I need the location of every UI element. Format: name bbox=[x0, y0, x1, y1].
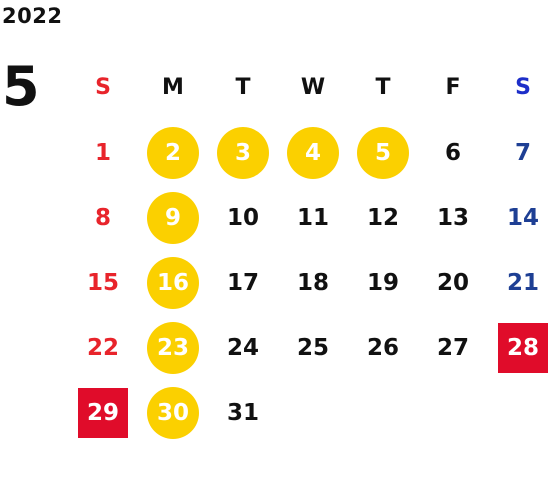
day-number: 31 bbox=[226, 399, 259, 426]
day-number: 9 bbox=[164, 204, 181, 231]
day-cell[interactable]: 9 bbox=[138, 185, 208, 250]
day-cell[interactable]: 21 bbox=[488, 250, 548, 315]
day-number: 29 bbox=[86, 399, 119, 426]
day-cell[interactable]: 11 bbox=[278, 185, 348, 250]
day-cell[interactable]: 10 bbox=[208, 185, 278, 250]
day-number: 17 bbox=[226, 269, 259, 296]
day-cell[interactable]: 27 bbox=[418, 315, 488, 380]
day-cell[interactable]: 22 bbox=[68, 315, 138, 380]
day-number: 16 bbox=[156, 269, 189, 296]
highlight-circle: 30 bbox=[147, 386, 199, 439]
highlight-circle: 16 bbox=[147, 256, 199, 309]
day-cell[interactable]: 20 bbox=[418, 250, 488, 315]
month-number: 5 bbox=[2, 55, 40, 118]
day-cell[interactable]: 31 bbox=[208, 380, 278, 445]
day-number: 7 bbox=[514, 139, 531, 166]
day-cell[interactable]: 29 bbox=[68, 380, 138, 445]
weekday-header-sun: S bbox=[95, 75, 111, 100]
highlight-circle: 3 bbox=[217, 126, 269, 179]
weekday-header-tue: T bbox=[235, 75, 251, 100]
day-number: 1 bbox=[94, 139, 111, 166]
day-cell[interactable]: 1 bbox=[68, 120, 138, 185]
day-cell[interactable]: 18 bbox=[278, 250, 348, 315]
day-cell[interactable]: 7 bbox=[488, 120, 548, 185]
day-cell[interactable]: 4 bbox=[278, 120, 348, 185]
day-cell[interactable]: 26 bbox=[348, 315, 418, 380]
day-number: 24 bbox=[226, 334, 259, 361]
highlight-circle: 5 bbox=[357, 126, 409, 179]
day-number: 13 bbox=[436, 204, 469, 231]
day-cell[interactable]: 2 bbox=[138, 120, 208, 185]
day-number: 20 bbox=[436, 269, 469, 296]
day-number: 18 bbox=[296, 269, 329, 296]
day-cell[interactable]: 3 bbox=[208, 120, 278, 185]
holiday-marker: 28 bbox=[498, 322, 548, 373]
day-number: 27 bbox=[436, 334, 469, 361]
day-cell[interactable]: 15 bbox=[68, 250, 138, 315]
day-cell[interactable]: 12 bbox=[348, 185, 418, 250]
day-number: 14 bbox=[506, 204, 539, 231]
weekday-header-thu: T bbox=[375, 75, 391, 100]
day-number: 11 bbox=[296, 204, 329, 231]
day-cell[interactable]: 5 bbox=[348, 120, 418, 185]
day-number: 26 bbox=[366, 334, 399, 361]
day-cell[interactable]: 24 bbox=[208, 315, 278, 380]
day-number: 23 bbox=[156, 334, 189, 361]
day-number: 28 bbox=[506, 334, 539, 361]
day-number: 15 bbox=[86, 269, 119, 296]
day-cell[interactable]: 25 bbox=[278, 315, 348, 380]
day-number: 2 bbox=[164, 139, 181, 166]
day-number: 19 bbox=[366, 269, 399, 296]
weekday-header-mon: M bbox=[162, 75, 184, 100]
highlight-circle: 4 bbox=[287, 126, 339, 179]
day-cell[interactable]: 13 bbox=[418, 185, 488, 250]
day-cell[interactable]: 30 bbox=[138, 380, 208, 445]
day-number: 5 bbox=[374, 139, 391, 166]
day-cell[interactable]: 8 bbox=[68, 185, 138, 250]
year-label: 2022 bbox=[2, 4, 63, 28]
highlight-circle: 9 bbox=[147, 191, 199, 244]
day-cell[interactable]: 28 bbox=[488, 315, 548, 380]
day-cell[interactable]: 14 bbox=[488, 185, 548, 250]
day-number: 22 bbox=[86, 334, 119, 361]
day-number: 12 bbox=[366, 204, 399, 231]
highlight-circle: 2 bbox=[147, 126, 199, 179]
day-number: 21 bbox=[506, 269, 539, 296]
day-number: 10 bbox=[226, 204, 259, 231]
weekday-header-wed: W bbox=[300, 75, 326, 100]
day-cell[interactable]: 23 bbox=[138, 315, 208, 380]
day-cell[interactable]: 16 bbox=[138, 250, 208, 315]
day-number: 6 bbox=[444, 139, 461, 166]
weekday-header-fri: F bbox=[445, 75, 461, 100]
day-cell[interactable]: 6 bbox=[418, 120, 488, 185]
day-cell[interactable]: 19 bbox=[348, 250, 418, 315]
highlight-circle: 23 bbox=[147, 321, 199, 374]
day-number: 4 bbox=[304, 139, 321, 166]
day-cell[interactable]: 17 bbox=[208, 250, 278, 315]
day-number: 8 bbox=[94, 204, 111, 231]
holiday-marker: 29 bbox=[78, 387, 128, 438]
day-number: 25 bbox=[296, 334, 329, 361]
day-number: 30 bbox=[156, 399, 189, 426]
day-number: 3 bbox=[234, 139, 251, 166]
weekday-header-sat: S bbox=[515, 75, 531, 100]
